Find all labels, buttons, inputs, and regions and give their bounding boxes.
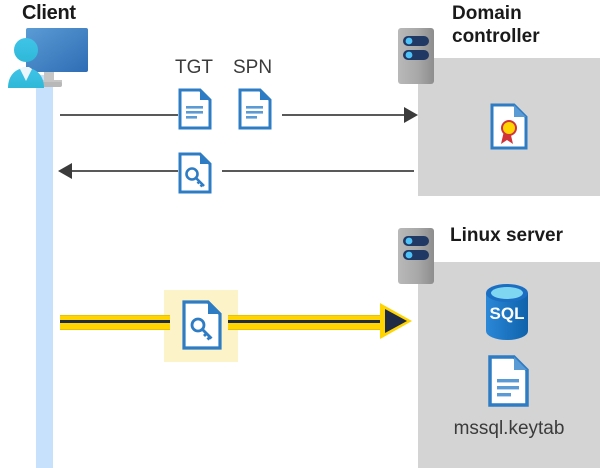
label-spn: SPN — [233, 57, 273, 78]
client-computer-user-icon — [4, 24, 90, 96]
flow-line-dc-to-client-right — [222, 170, 414, 172]
client-lifeline-bar — [36, 75, 53, 468]
page-title-client: Client — [22, 2, 76, 24]
flow-bar-client-to-linux-left — [60, 315, 170, 330]
server-rack-icon-linux-server — [398, 228, 434, 284]
key-document-icon-service-ticket — [182, 300, 222, 350]
server-rack-icon-domain-controller — [398, 28, 434, 84]
label-keytab-filename: mssql.keytab — [453, 418, 565, 439]
flow-line-client-to-dc-right — [282, 114, 414, 116]
arrowhead-inner-to-linux-server — [385, 309, 407, 333]
flow-line-client-to-dc-left — [60, 114, 178, 116]
certificate-document-icon — [490, 103, 528, 150]
document-icon-keytab — [487, 355, 529, 407]
sql-database-icon: SQL — [479, 283, 535, 341]
document-icon-tgt — [178, 88, 212, 130]
key-document-icon-session-key — [178, 152, 212, 194]
flow-bar-client-to-linux-right — [228, 315, 388, 330]
sql-label: SQL — [490, 304, 525, 323]
page-title-domain-controller: Domain controller — [452, 3, 540, 47]
arrowhead-right-to-domain-controller — [404, 107, 418, 123]
document-icon-spn — [238, 88, 272, 130]
label-tgt: TGT — [175, 57, 213, 78]
arrowhead-left-to-client — [58, 163, 72, 179]
flow-line-dc-to-client-left — [72, 170, 178, 172]
page-title-linux-server: Linux server — [450, 225, 563, 246]
